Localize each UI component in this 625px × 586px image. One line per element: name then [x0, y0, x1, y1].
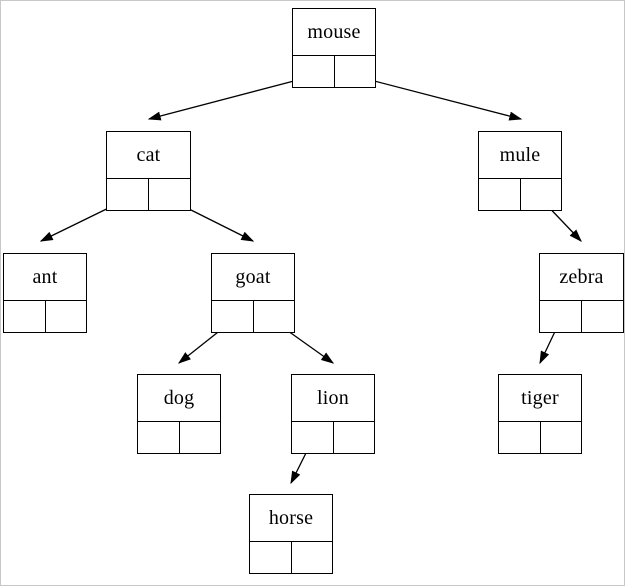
left-pointer-cell-mule[interactable] — [479, 179, 521, 210]
tree-node-pointers-cat — [107, 178, 190, 210]
right-pointer-cell-tiger[interactable] — [540, 422, 581, 453]
tree-node-label-mule: mule — [479, 132, 561, 178]
tree-node-label-zebra: zebra — [540, 254, 623, 300]
tree-node-pointers-mule — [479, 178, 561, 210]
tree-node-dog[interactable]: dog — [137, 374, 221, 454]
right-pointer-cell-horse[interactable] — [291, 542, 332, 573]
tree-node-pointers-dog — [138, 421, 220, 453]
tree-node-label-goat: goat — [212, 254, 294, 300]
tree-node-horse[interactable]: horse — [249, 494, 333, 574]
tree-node-pointers-ant — [4, 300, 86, 332]
tree-node-goat[interactable]: goat — [211, 253, 295, 333]
tree-node-mule[interactable]: mule — [478, 131, 562, 211]
right-pointer-cell-mule[interactable] — [520, 179, 561, 210]
tree-node-tiger[interactable]: tiger — [498, 374, 582, 454]
left-pointer-cell-zebra[interactable] — [540, 301, 582, 332]
tree-node-label-lion: lion — [292, 375, 374, 421]
tree-node-pointers-horse — [250, 541, 332, 573]
tree-node-label-tiger: tiger — [499, 375, 581, 421]
left-pointer-cell-ant[interactable] — [4, 301, 46, 332]
left-pointer-cell-dog[interactable] — [138, 422, 180, 453]
tree-node-label-dog: dog — [138, 375, 220, 421]
left-pointer-cell-tiger[interactable] — [499, 422, 541, 453]
right-pointer-cell-mouse[interactable] — [334, 56, 375, 87]
tree-node-pointers-tiger — [499, 421, 581, 453]
tree-edge-mouse-right-to-mule — [354, 75, 523, 121]
tree-node-label-cat: cat — [107, 132, 190, 178]
left-pointer-cell-mouse[interactable] — [293, 56, 335, 87]
tree-node-pointers-goat — [212, 300, 294, 332]
tree-node-lion[interactable]: lion — [291, 374, 375, 454]
tree-node-label-ant: ant — [4, 254, 86, 300]
right-pointer-cell-cat[interactable] — [149, 179, 190, 210]
right-pointer-cell-goat[interactable] — [253, 301, 294, 332]
left-pointer-cell-goat[interactable] — [212, 301, 254, 332]
tree-edge-mouse-left-to-cat — [147, 75, 314, 121]
left-pointer-cell-cat[interactable] — [107, 179, 149, 210]
right-pointer-cell-dog[interactable] — [179, 422, 220, 453]
tree-node-pointers-lion — [292, 421, 374, 453]
tree-node-pointers-mouse — [293, 55, 375, 87]
tree-node-mouse[interactable]: mouse — [292, 8, 376, 88]
tree-node-zebra[interactable]: zebra — [539, 253, 624, 333]
left-pointer-cell-horse[interactable] — [250, 542, 292, 573]
tree-node-label-horse: horse — [250, 495, 332, 541]
left-pointer-cell-lion[interactable] — [292, 422, 334, 453]
right-pointer-cell-lion[interactable] — [333, 422, 374, 453]
tree-node-cat[interactable]: cat — [106, 131, 191, 211]
right-pointer-cell-ant[interactable] — [45, 301, 86, 332]
tree-node-pointers-zebra — [540, 300, 623, 332]
tree-node-label-mouse: mouse — [293, 9, 375, 55]
tree-node-ant[interactable]: ant — [3, 253, 87, 333]
right-pointer-cell-zebra[interactable] — [582, 301, 623, 332]
